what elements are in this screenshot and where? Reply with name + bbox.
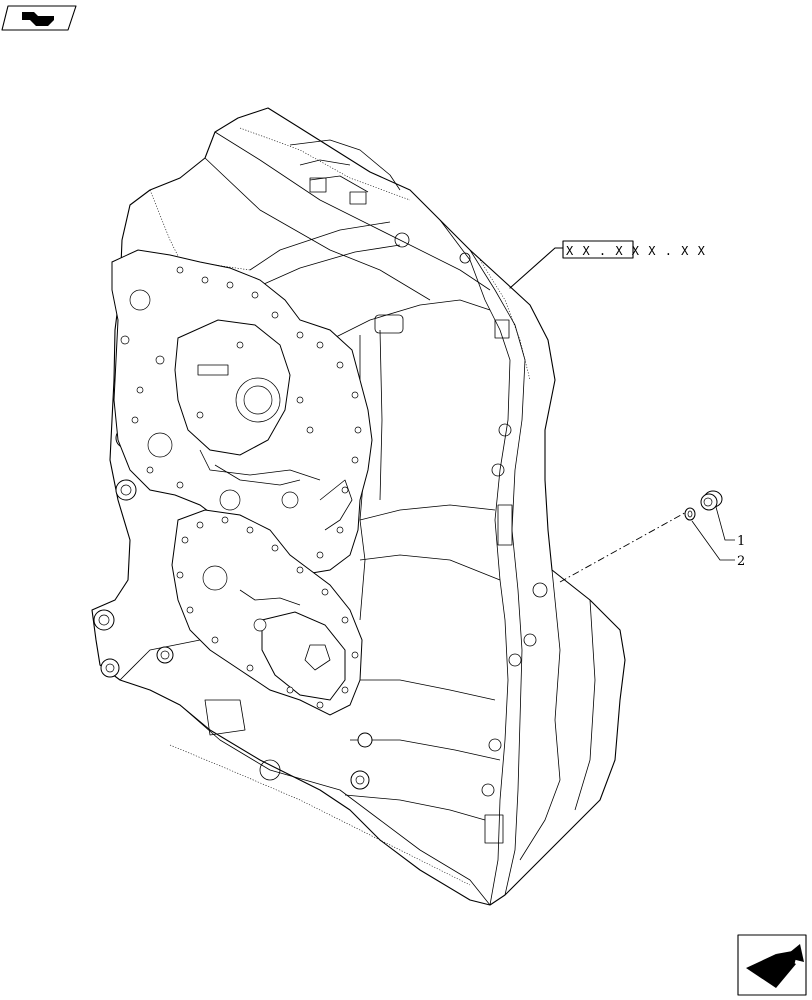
parts-catalog-icon[interactable] [1,5,77,31]
upper-cover-plate [111,249,373,576]
reference-label: X X . X X X . X X [509,240,706,289]
reference-label-text: X X . X X X . X X [566,244,706,258]
next-page-arrow-icon[interactable] [737,934,807,996]
callout-1-number: 1 [737,534,745,549]
transmission-housing [91,107,626,906]
plug-part [700,490,723,511]
seal-ring-part [684,507,696,521]
callout-2-number: 2 [737,554,745,569]
callout-1-leader [715,506,735,541]
lower-cover-plate [171,509,363,716]
callout-2-leader [691,520,735,561]
assembly-centerline [559,509,691,583]
